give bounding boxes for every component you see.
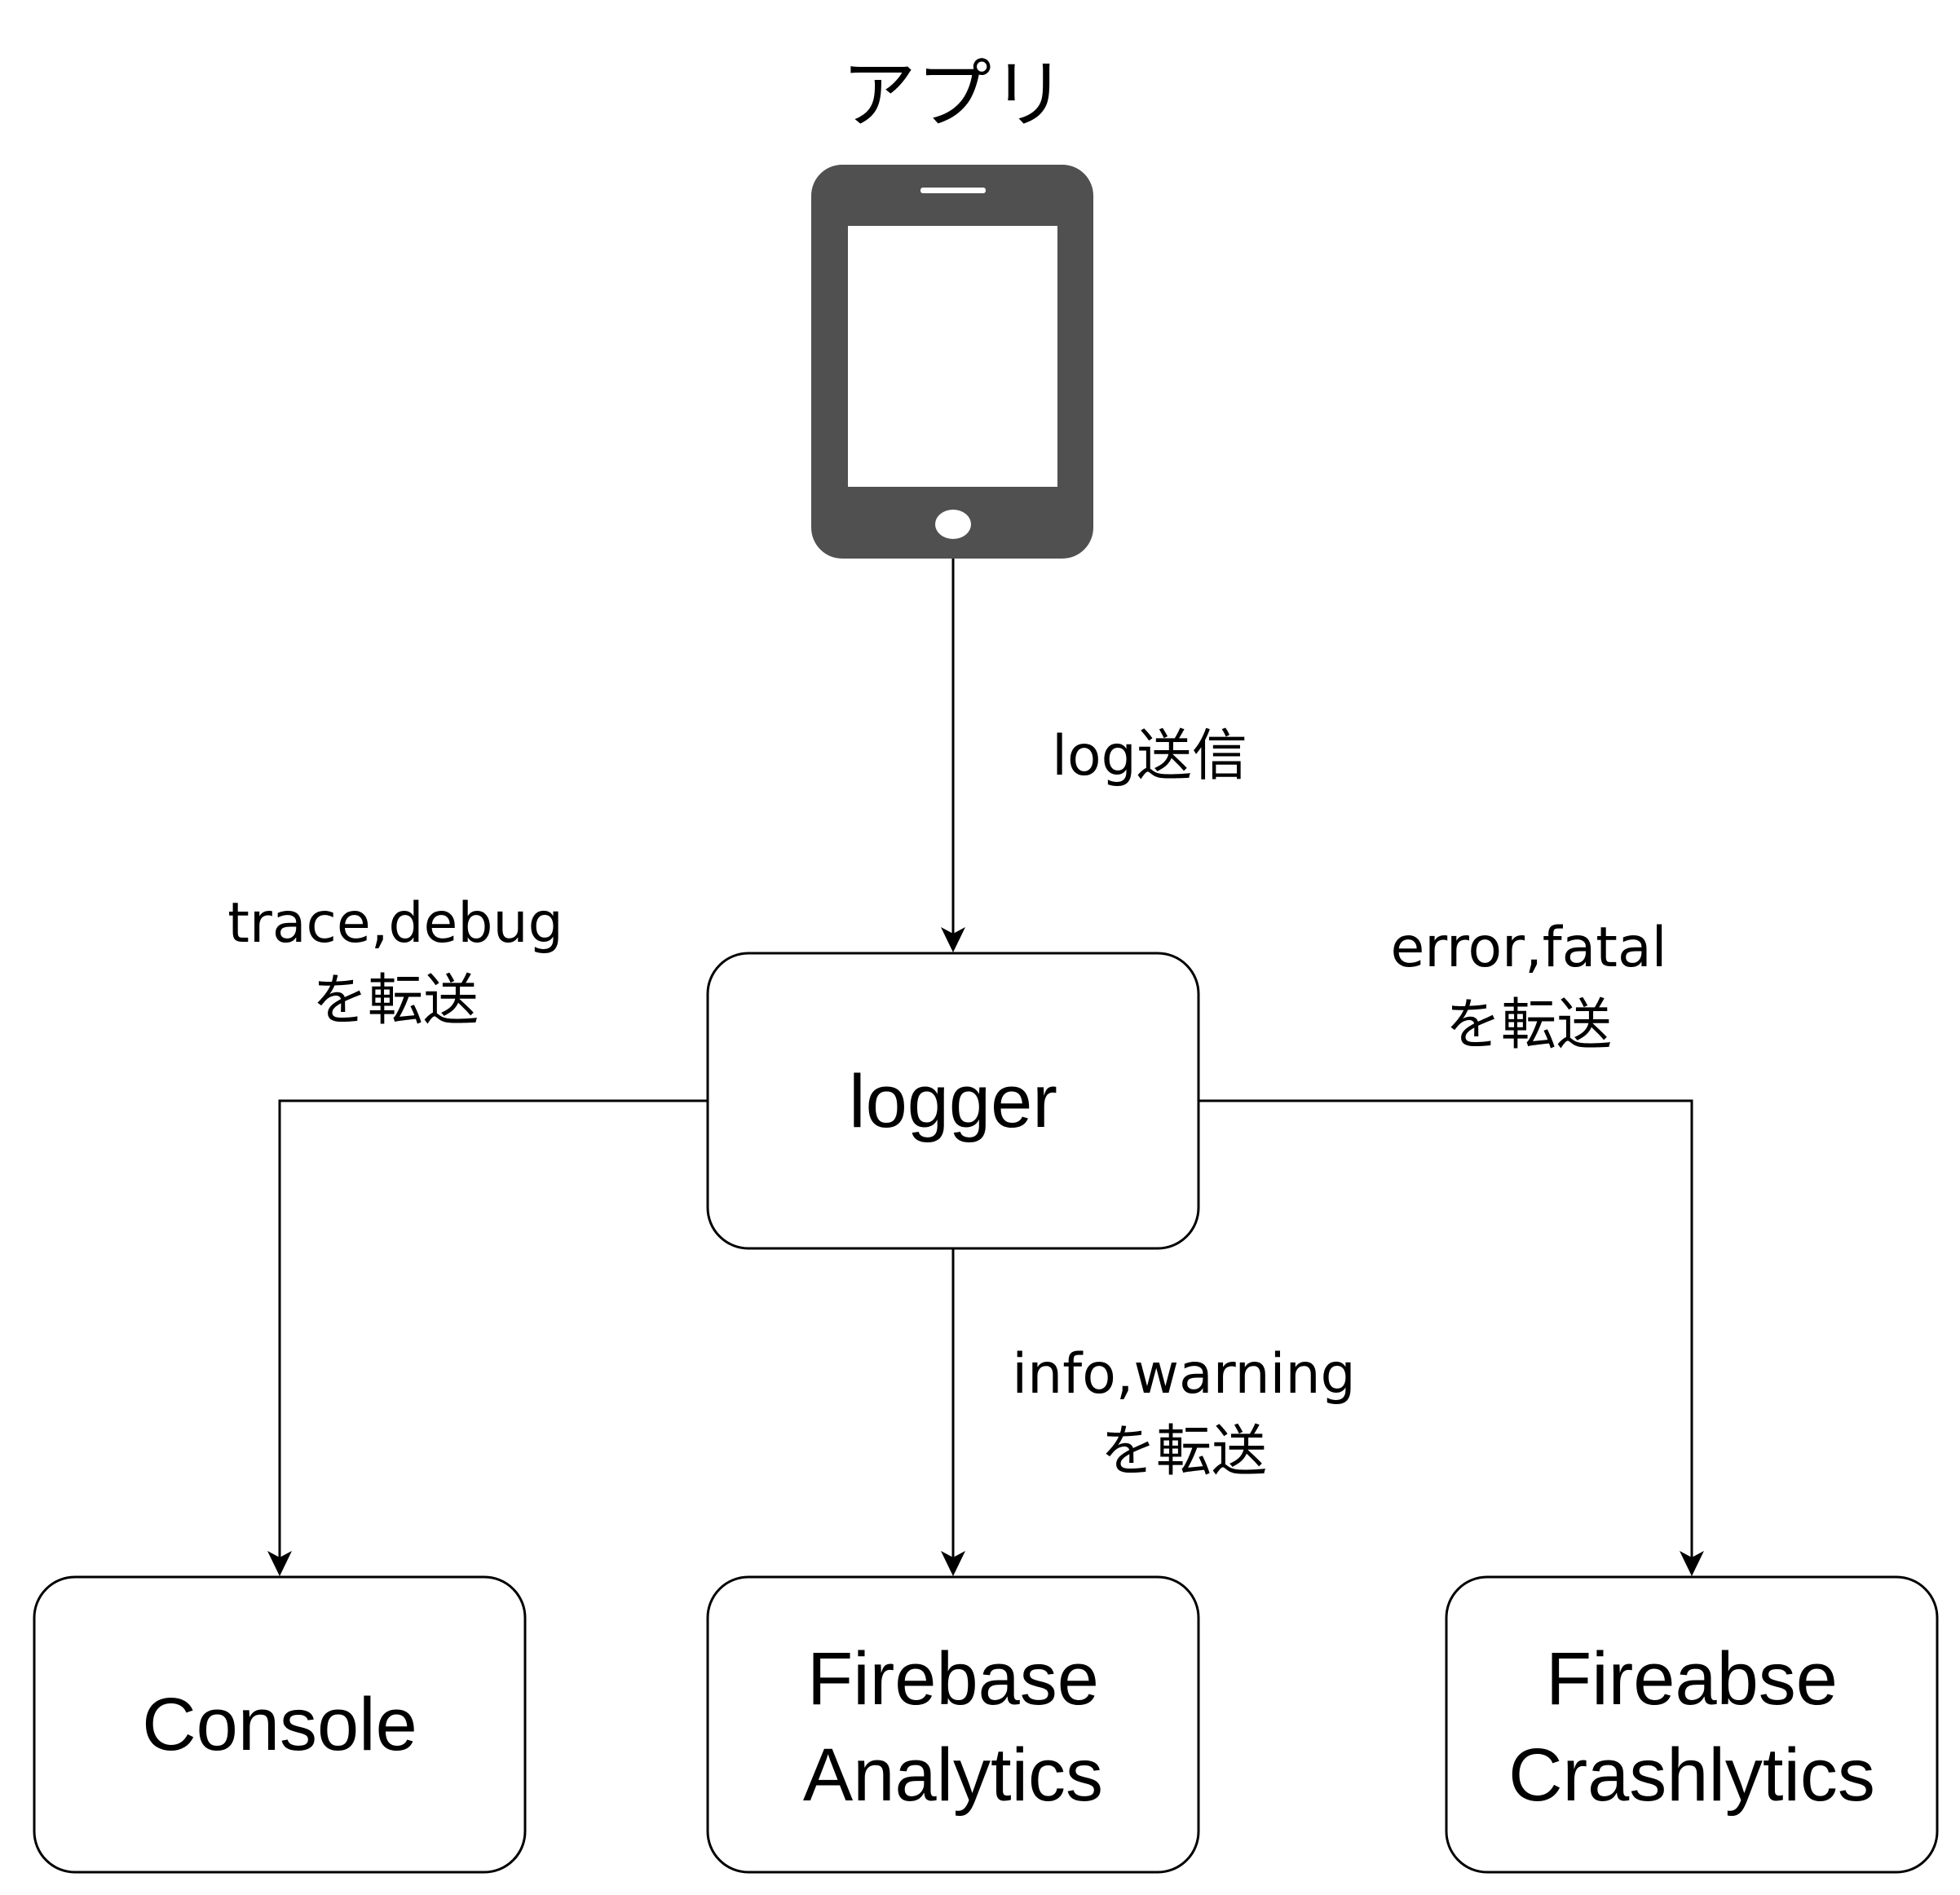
console-label: Console [142, 1683, 417, 1766]
console-node: Console [33, 1575, 527, 1874]
arrowhead-to-console [267, 1551, 292, 1576]
console-box [33, 1575, 527, 1874]
edge-label-send-log: log送信 [1052, 724, 1247, 788]
firebase-crashlytics-box [1445, 1575, 1939, 1874]
edge-label-to-crashlytics-line1: error,fatal [1390, 916, 1666, 980]
arrowhead-to-analytics [941, 1551, 965, 1576]
edges [267, 559, 1704, 1576]
logger-label: logger [849, 1060, 1057, 1143]
arrowhead-to-crashlytics [1680, 1551, 1704, 1576]
edge-label-to-crashlytics-line2: を転送 [1446, 993, 1612, 1058]
smartphone-icon [811, 165, 1093, 559]
firebase-analytics-label-line1: Firebase [807, 1637, 1099, 1721]
firebase-crashlytics-label-line2: Crashlytics [1508, 1734, 1875, 1817]
firebase-analytics-label-line2: Analytics [803, 1734, 1103, 1817]
firebase-crashlytics-node: Fireabse Crashlytics [1445, 1575, 1939, 1874]
phone-screen [848, 226, 1057, 487]
arrowhead-send-log [941, 927, 965, 952]
edge-label-to-analytics-line2: を転送 [1101, 1420, 1267, 1484]
logger-node: logger [706, 952, 1200, 1250]
edge-label-to-console-line2: を転送 [312, 969, 479, 1033]
edge-to-crashlytics [1199, 1099, 1693, 1561]
firebase-analytics-box [706, 1575, 1200, 1874]
edge-label-to-console-line1: trace,debug [227, 891, 563, 956]
app-title: アプリ [841, 51, 1066, 139]
phone-speaker [920, 188, 986, 193]
logger-box [706, 952, 1200, 1250]
phone-home-button [935, 510, 971, 539]
firebase-crashlytics-label-line1: Fireabse [1546, 1637, 1838, 1721]
firebase-analytics-node: Firebase Analytics [706, 1575, 1200, 1874]
edge-to-console [278, 1099, 708, 1561]
edge-label-to-analytics-line1: info,warning [1012, 1342, 1355, 1407]
